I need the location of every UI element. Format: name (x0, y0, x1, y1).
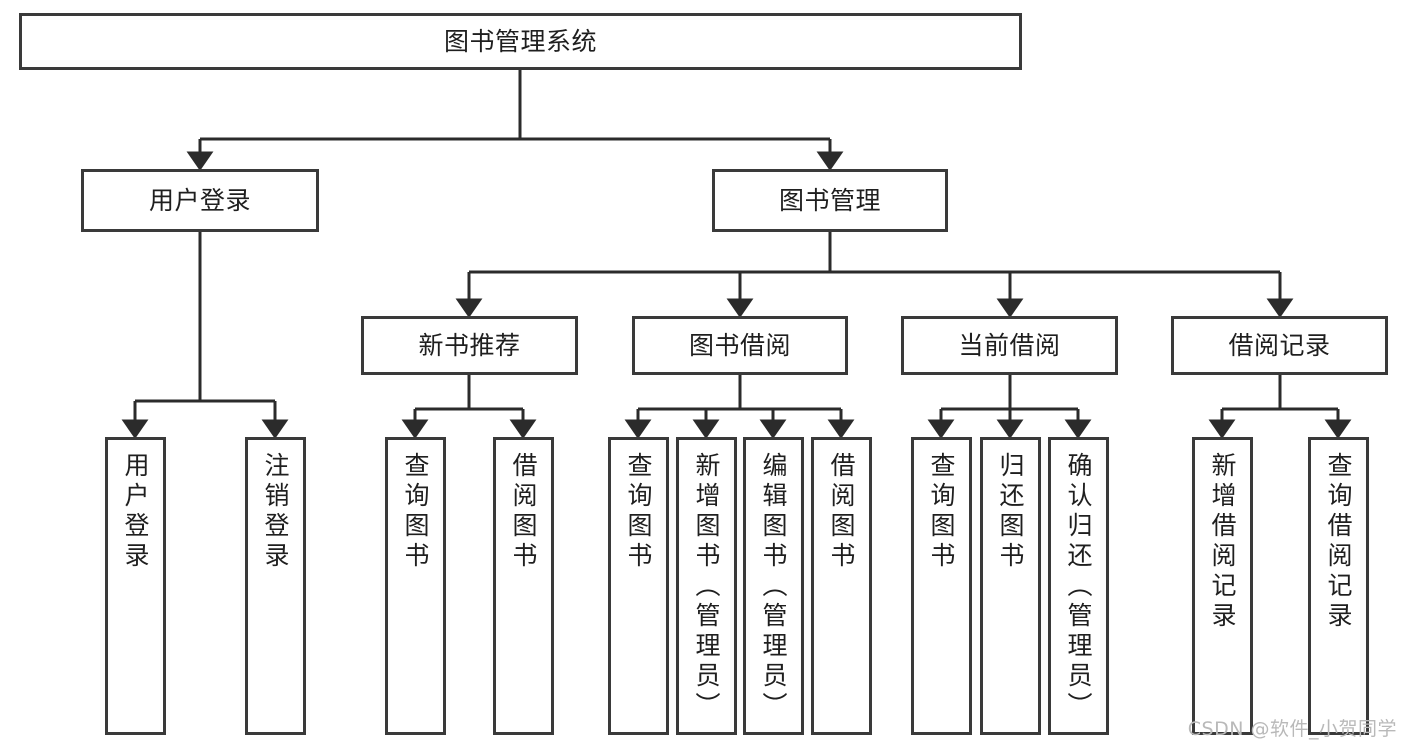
node-label: 当前借阅 (958, 330, 1061, 360)
node-label: 借阅记录 (1228, 330, 1331, 360)
node-label: 用户登录 (148, 185, 251, 215)
node-root-system[interactable]: 图书管理系统 (19, 13, 1022, 70)
leaf-logout-login[interactable]: 注销登录 (245, 437, 306, 735)
node-label: 编辑图书（管理员） (759, 452, 788, 722)
node-current-borrow[interactable]: 当前借阅 (901, 316, 1118, 375)
node-label: 查询图书 (624, 452, 653, 572)
node-label: 图书借阅 (688, 330, 791, 360)
leaf-confirm-return-admin[interactable]: 确认归还（管理员） (1048, 437, 1109, 735)
node-book-management[interactable]: 图书管理 (712, 169, 948, 232)
leaf-query-book-under-book-borrow[interactable]: 查询图书 (608, 437, 669, 735)
node-label: 新书推荐 (418, 330, 521, 360)
leaf-borrow-book-under-book-borrow[interactable]: 借阅图书 (811, 437, 872, 735)
node-label: 新增借阅记录 (1208, 452, 1237, 632)
node-label: 借阅图书 (827, 452, 856, 572)
node-label: 新增图书（管理员） (692, 452, 721, 722)
leaf-user-login[interactable]: 用户登录 (105, 437, 166, 735)
node-label: 图书管理 (778, 185, 881, 215)
node-label: 查询借阅记录 (1324, 452, 1353, 632)
node-label: 确认归还（管理员） (1064, 452, 1093, 722)
node-user-login[interactable]: 用户登录 (81, 169, 319, 232)
leaf-query-borrow-record[interactable]: 查询借阅记录 (1308, 437, 1369, 735)
leaf-add-book-admin[interactable]: 新增图书（管理员） (676, 437, 737, 735)
leaf-return-book[interactable]: 归还图书 (980, 437, 1041, 735)
node-book-borrow[interactable]: 图书借阅 (632, 316, 848, 375)
node-label: 图书管理系统 (443, 26, 597, 56)
leaf-borrow-book-under-new-book[interactable]: 借阅图书 (493, 437, 554, 735)
node-label: 用户登录 (121, 452, 150, 572)
csdn-watermark: CSDN @软件_小贺同学 (1187, 718, 1397, 740)
node-label: 注销登录 (261, 452, 290, 572)
leaf-query-book-under-current-borrow[interactable]: 查询图书 (911, 437, 972, 735)
leaf-query-book-under-new-book[interactable]: 查询图书 (385, 437, 446, 735)
node-new-book-recommend[interactable]: 新书推荐 (361, 316, 578, 375)
node-label: 借阅图书 (509, 452, 538, 572)
node-borrow-record[interactable]: 借阅记录 (1171, 316, 1388, 375)
node-label: 归还图书 (996, 452, 1025, 572)
node-label: 查询图书 (927, 452, 956, 572)
node-label: 查询图书 (401, 452, 430, 572)
leaf-edit-book-admin[interactable]: 编辑图书（管理员） (743, 437, 804, 735)
leaf-add-borrow-record[interactable]: 新增借阅记录 (1192, 437, 1253, 735)
